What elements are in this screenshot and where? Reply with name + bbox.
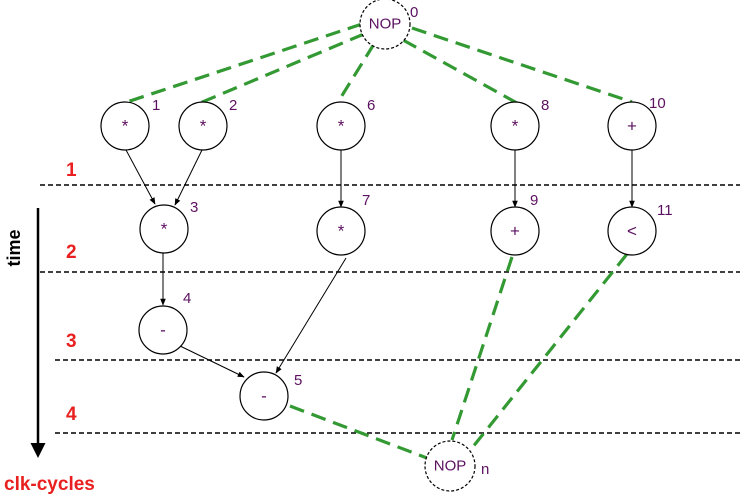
node-2-label: *: [200, 117, 207, 136]
node-8-index: 8: [541, 97, 549, 114]
node-n: NOP n: [424, 440, 489, 492]
node-11: < 11: [607, 202, 673, 256]
nop-edge-0-6: [336, 43, 376, 103]
node-1-label: *: [122, 117, 129, 136]
node-0-index: 0: [410, 4, 418, 21]
node-7: * 7: [316, 192, 370, 256]
node-9-label: +: [510, 222, 520, 241]
nop-edge-11-n: [470, 253, 629, 449]
node-8: * 8: [490, 97, 549, 151]
node-10: + 10: [607, 95, 666, 151]
step-label-1: 1: [66, 160, 77, 181]
node-2: * 2: [178, 97, 237, 151]
time-axis-label: time: [4, 229, 24, 266]
node-5-index: 5: [294, 372, 302, 389]
node-n-label: NOP: [434, 458, 467, 475]
nop-edge-0-10: [411, 26, 633, 104]
node-1-index: 1: [152, 97, 160, 114]
node-3: * 3: [139, 199, 198, 254]
node-8-label: *: [512, 117, 519, 136]
step-label-4: 4: [66, 404, 77, 425]
node-4-index: 4: [183, 290, 191, 307]
step-label-2: 2: [66, 242, 77, 263]
node-11-index: 11: [657, 202, 673, 219]
node-7-index: 7: [362, 192, 370, 209]
node-6-index: 6: [367, 97, 375, 114]
node-3-index: 3: [190, 199, 198, 216]
nop-edge-5-n: [289, 404, 428, 460]
edge-1-3: [125, 149, 156, 205]
node-5: - 5: [239, 371, 302, 421]
node-7-label: *: [338, 222, 345, 241]
nop-edge-0-2: [199, 32, 365, 105]
node-5-label: -: [261, 387, 267, 406]
node-11-label: <: [627, 222, 637, 241]
node-3-label: *: [161, 220, 168, 239]
node-n-index: n: [481, 461, 489, 478]
step-label-3: 3: [66, 331, 77, 352]
node-9-index: 9: [530, 192, 538, 209]
node-4: - 4: [138, 290, 191, 355]
nop-edge-9-n: [450, 256, 514, 441]
node-0: NOP 0: [359, 0, 418, 50]
node-1: * 1: [100, 97, 160, 151]
node-2-index: 2: [229, 97, 237, 114]
node-9: + 9: [490, 192, 540, 256]
node-10-index: 10: [649, 95, 666, 112]
node-0-label: NOP: [369, 16, 402, 33]
edge-2-3: [174, 149, 203, 206]
clk-cycles-label: clk-cycles: [4, 474, 95, 495]
node-4-label: -: [160, 321, 166, 340]
node-6-label: *: [338, 117, 345, 136]
edge-7-5: [275, 257, 347, 374]
node-6: * 6: [316, 97, 375, 151]
nop-edge-0-8: [402, 38, 518, 105]
node-10-label: +: [627, 117, 637, 136]
edge-4-5: [177, 344, 245, 378]
nop-edge-0-1: [126, 22, 363, 104]
